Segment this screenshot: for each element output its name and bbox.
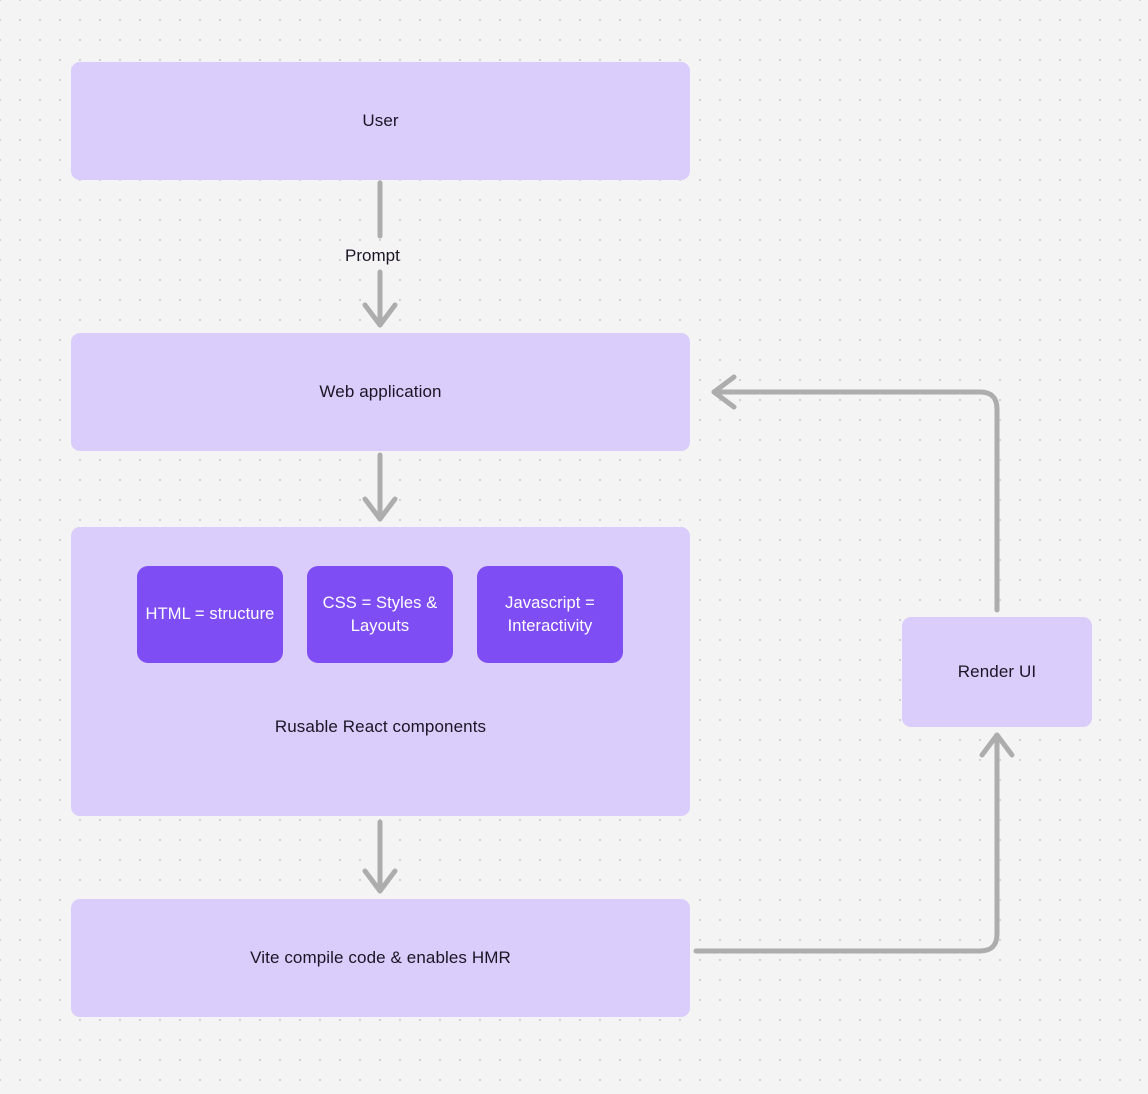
arrowhead-down [362,302,398,328]
node-javascript-chip[interactable]: Javascript = Interactivity [477,566,623,663]
edge-vite-to-render [693,732,1015,954]
arrowhead-left [711,374,737,410]
node-css-chip-label: CSS = Styles & Layouts [322,594,438,635]
react-chip-row: HTML = structure CSS = Styles & Layouts … [137,566,623,663]
arrowhead-down [362,496,398,522]
react-components-caption: Rusable React components [274,717,487,736]
edge-webapp-to-react [362,452,398,522]
node-user-label: User [362,110,399,130]
edge-render-to-webapp [711,374,1000,613]
node-css-chip[interactable]: CSS = Styles & Layouts [307,566,453,663]
edge-segment [711,389,1000,613]
arrowhead-down [362,868,398,894]
node-vite[interactable]: Vite compile code & enables HMR [71,899,690,1017]
node-javascript-chip-label: Javascript = Interactivity [505,594,595,635]
edge-label-prompt: Prompt [345,246,400,265]
node-vite-label: Vite compile code & enables HMR [250,947,511,967]
node-render-ui-label: Render UI [957,661,1037,681]
node-web-application[interactable]: Web application [71,333,690,451]
edge-segment [693,732,1000,954]
arrowhead-up [979,732,1015,758]
node-web-application-label: Web application [319,381,442,401]
node-user[interactable]: User [71,62,690,180]
node-render-ui[interactable]: Render UI [902,617,1092,727]
node-html-chip-label: HTML = structure [145,605,275,624]
node-html-chip[interactable]: HTML = structure [137,566,283,663]
node-react-components-container[interactable]: HTML = structure CSS = Styles & Layouts … [71,527,690,816]
edge-react-to-vite [362,819,398,894]
